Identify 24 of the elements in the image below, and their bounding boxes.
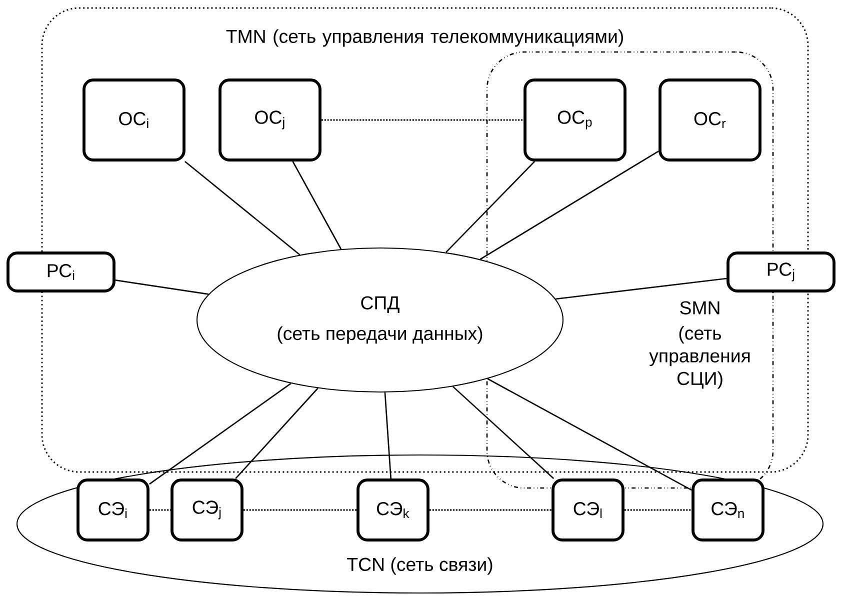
station-box: СЭ$_{l}$ (552, 478, 624, 542)
station-box: СЭ$_{k}$ (356, 478, 430, 542)
station-box: СЭ$_{n}$ (692, 478, 764, 542)
station-box: ОС$_{p}$ (524, 78, 626, 162)
connector-line (184, 160, 300, 256)
connector-line (292, 161, 342, 250)
connector-line (556, 278, 727, 300)
connector-line (446, 161, 536, 253)
station-box: СЭ$_{i}$ (76, 478, 150, 542)
connector-line (624, 509, 692, 511)
connector-line (149, 382, 292, 485)
connector-line (235, 388, 318, 479)
station-box: ОС$_{j}$ (218, 78, 322, 162)
station-box: ОС$_{i}$ (82, 78, 186, 162)
connector-line (115, 280, 209, 295)
station-box: СЭ$_{j}$ (170, 478, 244, 542)
station-box: ОС$_{r}$ (658, 78, 762, 162)
connector-line (243, 509, 357, 511)
station-box: РС$_{j}$ (726, 252, 836, 292)
connector-line (384, 392, 392, 479)
connector-line (429, 509, 552, 511)
connector-line (321, 119, 524, 121)
connector-line (149, 509, 171, 511)
station-box: РС$_{i}$ (6, 252, 116, 292)
